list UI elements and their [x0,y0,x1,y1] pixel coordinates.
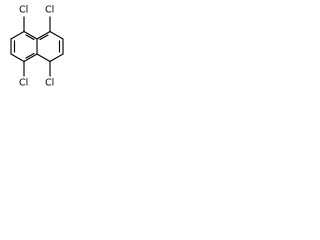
double-bond-inner-line [39,34,49,41]
chlorine-label-top-right: Cl [45,5,54,16]
chlorine-label-top-left: Cl [19,5,28,16]
left-ring-bond [10,53,25,63]
right-ring-bond [49,30,64,40]
substituent-bonds [23,16,51,77]
left-ring-bond [10,30,25,40]
double-bond-inner-line [25,34,35,41]
naphthalene-core-bonds [10,30,64,63]
right-ring-bond [36,53,51,63]
double-bond-inner-line [25,52,35,59]
tetrachloronaphthalene-structure: Cl Cl Cl Cl [10,5,64,89]
right-ring-bond [49,53,64,63]
left-ring-bond [23,53,38,63]
right-ring-bond [36,30,51,40]
chlorine-label-bottom-right: Cl [45,78,54,89]
left-ring-bond [23,30,38,40]
chlorine-label-bottom-left: Cl [19,78,28,89]
